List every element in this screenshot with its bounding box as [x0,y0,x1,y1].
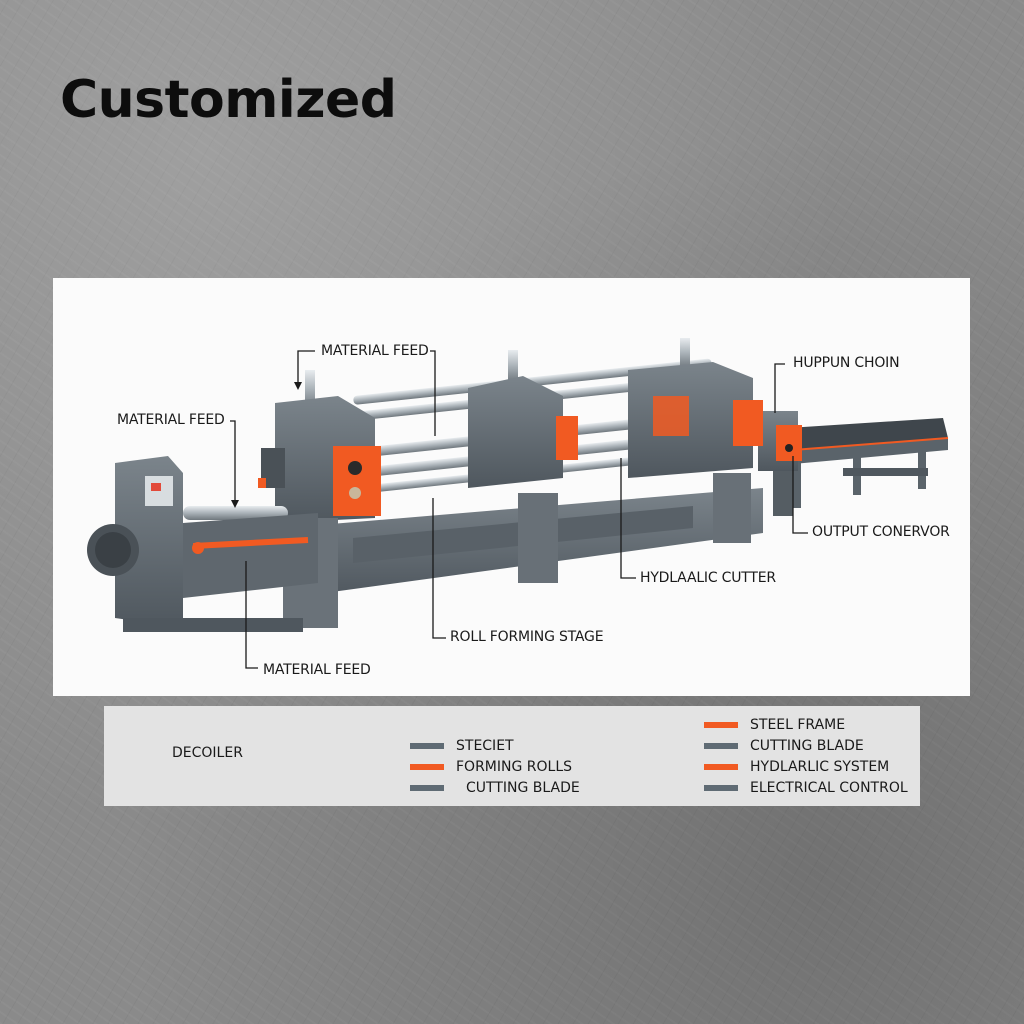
legend-item: ELECTRICAL CONTROL [704,777,908,798]
callout-leaders [230,350,808,669]
output-conveyor [788,418,949,508]
legend-item: CUTTING BLADE [704,735,908,756]
legend-item: HYDLARLIC SYSTEM [704,756,908,777]
hydraulic-cutter [758,411,802,516]
legend-swatch-gray [704,784,738,791]
legend-swatch-orange [704,763,738,770]
forming-stand-3 [628,338,763,478]
callout-roll-forming-stage: ROLL FORMING STAGE [450,629,604,645]
decoiler-unit [87,456,318,632]
legend-swatch-orange [410,763,444,770]
legend-item: STEEL FRAME [704,714,908,735]
legend-item: FORMING ROLLS [410,756,580,777]
callout-material-feed-left: MATERIAL FEED [117,412,225,428]
legend-column-2: STEEL FRAME CUTTING BLADE HYDLARLIC SYST… [704,714,908,798]
legend-label: HYDLARLIC SYSTEM [750,758,890,775]
callout-huppun-choin: HUPPUN CHOIN [793,355,900,371]
legend-label: FORMING ROLLS [456,758,573,775]
callout-material-feed-top: MATERIAL FEED [321,343,429,359]
legend-swatch-gray [410,742,444,749]
machine-diagram-panel: MATERIAL FEED MATERIAL FEED HUPPUN CHOIN… [53,278,970,696]
legend-box: DECOILER STECIET FORMING ROLLS CUTTING B… [104,706,920,806]
roll-forming-machine-illustration [87,338,949,669]
forming-stand-2 [468,350,578,488]
callout-material-feed-bottom: MATERIAL FEED [263,662,371,678]
legend-label: CUTTING BLADE [466,779,580,796]
legend-column-1: STECIET FORMING ROLLS CUTTING BLADE [410,735,580,798]
legend-item: CUTTING BLADE [410,777,580,798]
legend-label: CUTTING BLADE [750,737,864,754]
legend-heading: DECOILER [172,745,243,761]
legend-swatch-orange [704,721,738,728]
callout-hydraulic-cutter: HYDLAALIC CUTTER [640,570,776,586]
page-title: Customized [60,70,397,130]
legend-swatch-gray [704,742,738,749]
callout-output-conveyor: OUTPUT CONERVOR [812,524,950,540]
legend-swatch-gray [410,784,444,791]
legend-item: STECIET [410,735,580,756]
legend-label: STEEL FRAME [750,716,846,733]
legend-label: STECIET [456,737,514,754]
forming-stand-1 [258,370,381,628]
legend-label: ELECTRICAL CONTROL [750,779,908,796]
